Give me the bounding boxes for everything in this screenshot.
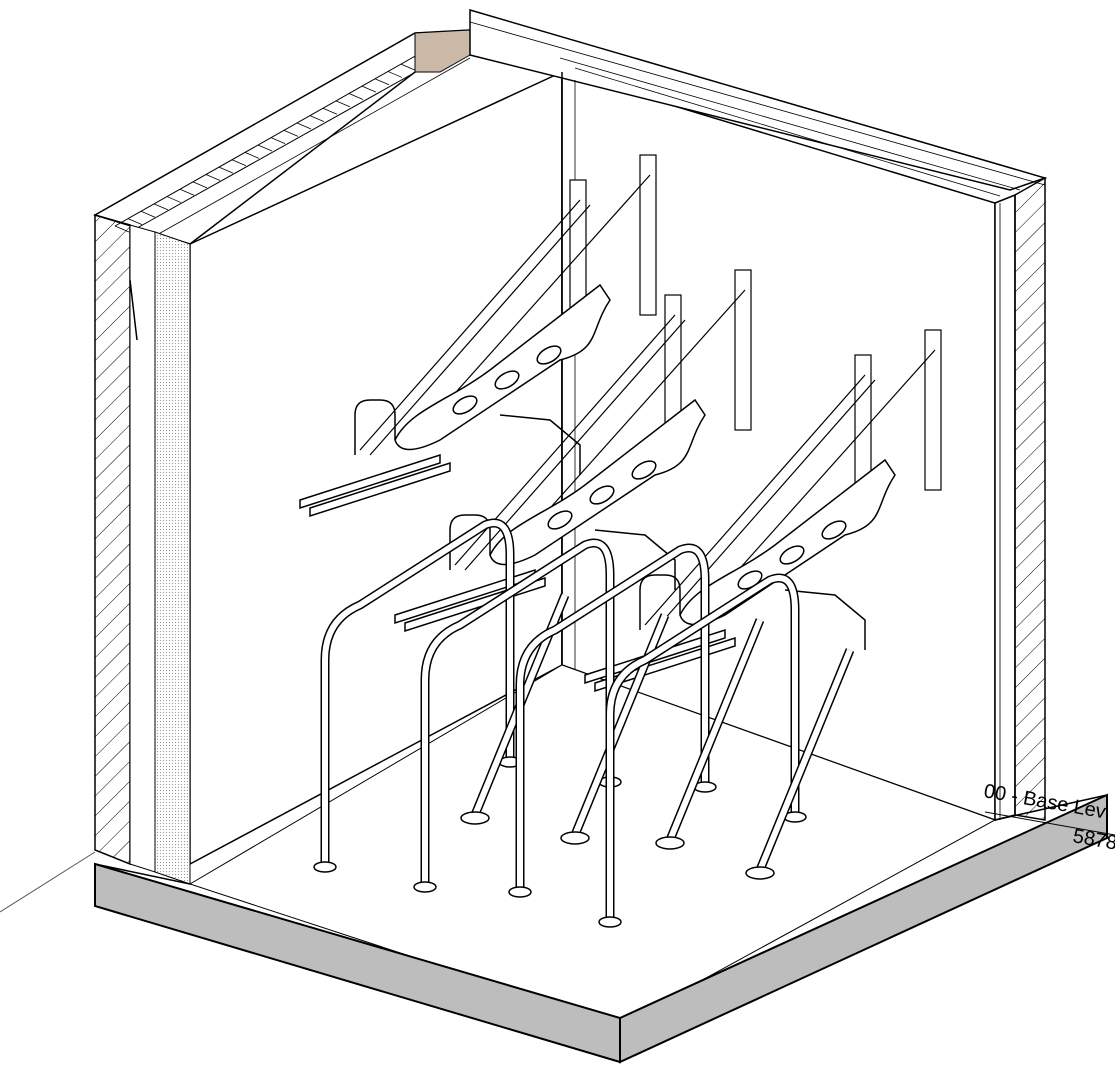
support-foot: [655, 836, 685, 850]
wall-cap-hatch: [114, 41, 455, 233]
tray-rail: [309, 461, 451, 518]
tray-rail: [299, 453, 441, 510]
hoop-foot: [313, 861, 337, 873]
arm-slot: [631, 460, 657, 480]
arm-slot: [452, 395, 478, 415]
arm-slot: [536, 345, 562, 365]
hoop-stand: [598, 573, 855, 928]
right-wall-section: [994, 176, 1046, 821]
support-foot: [745, 866, 775, 880]
ground-hoop-stands: [313, 518, 855, 928]
wall-post: [664, 294, 682, 426]
hoop-tube: [517, 545, 708, 890]
hoop-tube: [322, 520, 513, 865]
strut: [644, 374, 866, 626]
arm-slot: [821, 520, 847, 540]
strut: [439, 174, 651, 411]
upper-tier-racks: [299, 154, 942, 693]
arm-slot: [779, 545, 805, 565]
base-slab: [94, 793, 1108, 1064]
lifting-arm: [489, 398, 706, 566]
strut: [369, 204, 591, 456]
rack-bracket: [594, 529, 676, 590]
support-leg: [667, 618, 763, 842]
wall-post: [924, 329, 942, 491]
wall-post: [854, 354, 872, 486]
left-wall-section: [94, 214, 191, 885]
wall-post: [569, 179, 587, 311]
wall-post: [639, 154, 657, 316]
arm-slot: [494, 370, 520, 390]
hoop-foot: [598, 916, 622, 928]
rack-handle: [354, 399, 396, 455]
wall-cap-block: [414, 29, 471, 73]
strut: [534, 289, 746, 526]
hoop-foot: [413, 881, 437, 893]
back-left-wall: [93, 29, 563, 866]
tray-rail: [594, 636, 736, 693]
rack-bracket: [784, 589, 866, 650]
hoop-tube: [607, 575, 798, 920]
hoop-tube: [422, 540, 613, 885]
hoop-stand: [508, 543, 765, 898]
wall-post: [734, 269, 752, 431]
strut: [724, 349, 936, 586]
support-foot: [560, 831, 590, 845]
support-leg: [757, 648, 853, 872]
upper-tier-rack: [299, 154, 657, 518]
rack-bracket: [499, 414, 581, 475]
arm-slot: [547, 510, 573, 530]
rack-handle: [639, 574, 681, 630]
back-right-wall: [469, 8, 1048, 822]
hoop-foot: [508, 886, 532, 898]
lifting-arm: [394, 283, 611, 451]
strut: [654, 379, 876, 631]
arm-slot: [589, 485, 615, 505]
strut: [359, 199, 581, 451]
ground-line: [0, 851, 96, 913]
support-foot: [460, 811, 490, 825]
